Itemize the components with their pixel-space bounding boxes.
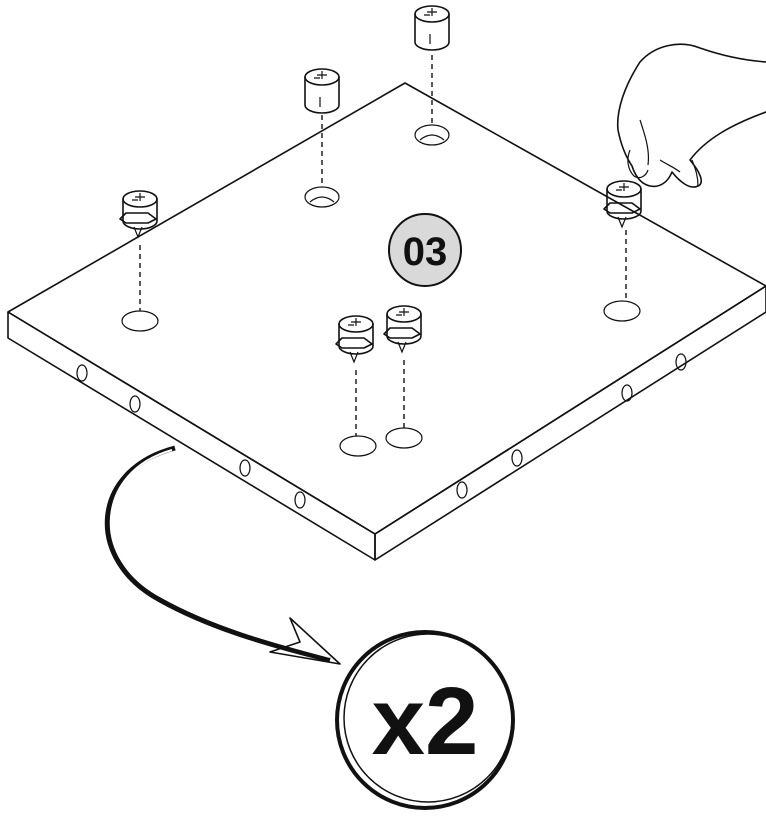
step-number: 03 (403, 230, 448, 274)
step-badge: 03 (388, 213, 462, 287)
cam-fitting-center-left (335, 315, 374, 364)
hand-illustration (616, 43, 766, 188)
cam-fitting-top-right (414, 5, 450, 51)
quantity-indicator: x2 (335, 630, 515, 810)
insertion-guides (139, 55, 627, 436)
cam-fitting-top-left (304, 68, 340, 114)
cam-fitting-left (119, 190, 158, 239)
edge-holes-left (76, 364, 306, 509)
board-panel (7, 82, 766, 561)
flip-arrow-icon (104, 445, 341, 665)
edge-holes-right (456, 353, 687, 499)
cam-fitting-right (603, 180, 642, 229)
cam-fitting-center-right (383, 305, 422, 354)
quantity-label: x2 (372, 668, 479, 775)
top-face-holes (121, 124, 641, 457)
